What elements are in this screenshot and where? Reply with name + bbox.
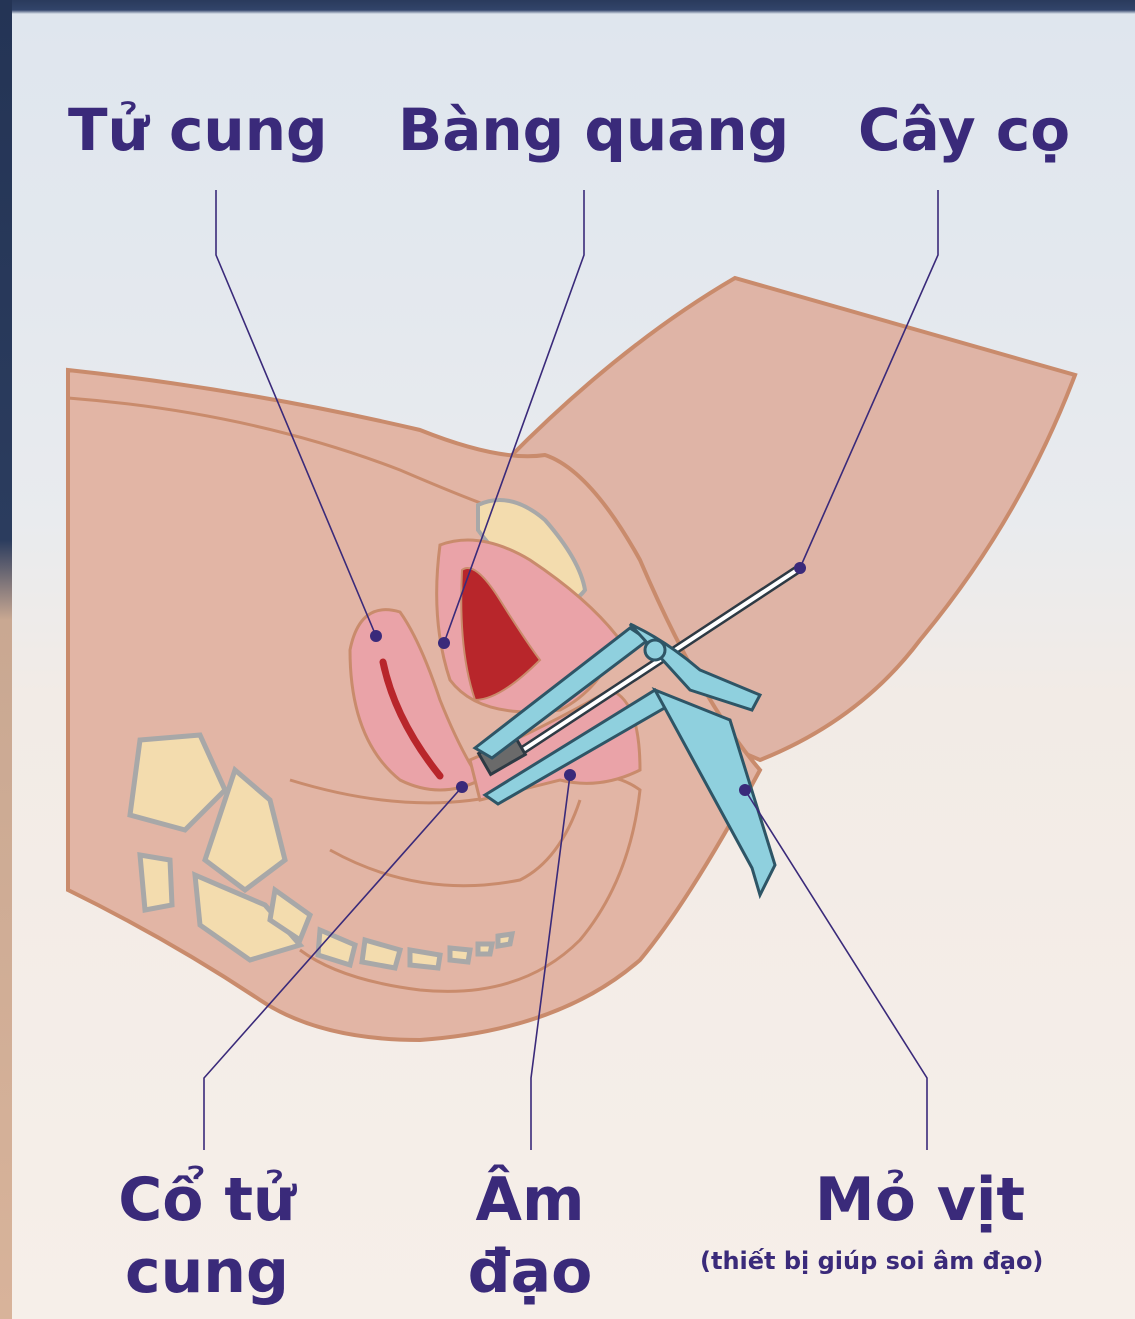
label-vagina: Âm đạo	[440, 1164, 620, 1308]
label-cervix-line1: Cổ tử	[92, 1164, 322, 1236]
label-vagina-line2: đạo	[440, 1236, 620, 1308]
label-cervix-line2: cung	[92, 1236, 322, 1308]
label-speculum-note: (thiết bị giúp soi âm đạo)	[700, 1246, 1043, 1276]
label-vagina-line1: Âm	[440, 1164, 620, 1236]
label-uterus: Tử cung	[68, 98, 328, 162]
label-bladder: Bàng quang	[398, 98, 789, 162]
label-speculum: Mỏ vịt	[770, 1164, 1070, 1236]
label-cervix: Cổ tử cung	[92, 1164, 322, 1308]
label-brush: Cây cọ	[858, 98, 1070, 162]
